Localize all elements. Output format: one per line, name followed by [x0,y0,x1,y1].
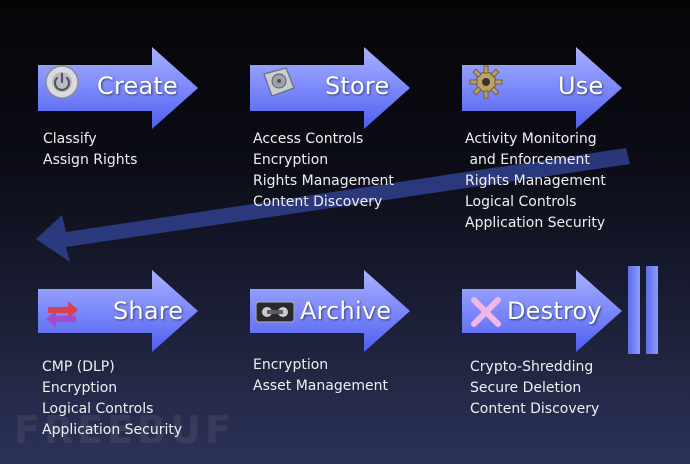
list-item: Activity Monitoring [465,131,597,147]
exchange-arrows-icon [46,301,78,328]
list-item: Content Discovery [470,401,600,417]
create-bullets: Classify Assign Rights [43,129,137,171]
list-item: Rights Management [253,173,394,189]
stage-label-share: Share [113,297,184,325]
list-item: Rights Management [465,173,606,189]
end-bar-right [646,266,658,354]
list-item: Application Security [42,422,183,438]
stage-label-destroy: Destroy [507,297,602,325]
list-item: Logical Controls [465,194,577,210]
end-bar-left [628,266,640,354]
power-button-icon [45,65,79,99]
stage-share: Share [38,270,198,360]
archive-arrow [250,270,410,352]
gear-icon [469,65,503,99]
list-item: Asset Management [253,378,388,394]
share-arrow [38,270,198,352]
store-bullets: Access Controls Encryption Rights Manage… [253,129,394,213]
destroy-arrow [462,270,622,352]
watermark: FREEBUF [14,408,235,452]
share-bullets: CMP (DLP) Encryption Logical Controls Ap… [42,357,182,441]
list-item: Encryption [42,380,118,396]
destroy-bullets: Crypto-Shredding Secure Deletion Content… [470,357,599,420]
list-item: Assign Rights [43,152,138,168]
stage-create: Create [38,47,198,137]
stage-label-create: Create [97,72,178,100]
use-arrow [462,47,622,129]
list-item: Application Security [465,215,606,231]
list-item: Logical Controls [42,401,154,417]
stage-label-store: Store [325,72,390,100]
create-arrow [38,47,198,129]
tape-cartridge-icon [255,301,295,323]
list-item: CMP (DLP) [42,359,115,375]
list-item: Crypto-Shredding [470,359,594,375]
list-item: Encryption [253,357,329,373]
list-item: Encryption [253,152,329,168]
stage-store: Store [250,47,410,137]
list-item: Classify [43,131,97,147]
return-arrow [36,148,630,262]
list-item: and Enforcement [465,152,590,168]
x-mark-icon [471,297,501,327]
list-item: Access Controls [253,131,364,147]
stage-label-archive: Archive [300,297,392,325]
stage-use: Use [462,47,622,137]
stage-destroy: Destroy [462,270,622,360]
use-bullets: Activity Monitoring and Enforcement Righ… [465,129,606,234]
hard-drive-icon [263,67,295,97]
stage-archive: Archive [250,270,410,360]
list-item: Content Discovery [253,194,383,210]
store-arrow [250,47,410,129]
archive-bullets: Encryption Asset Management [253,355,388,397]
list-item: Secure Deletion [470,380,582,396]
stage-label-use: Use [558,72,604,100]
